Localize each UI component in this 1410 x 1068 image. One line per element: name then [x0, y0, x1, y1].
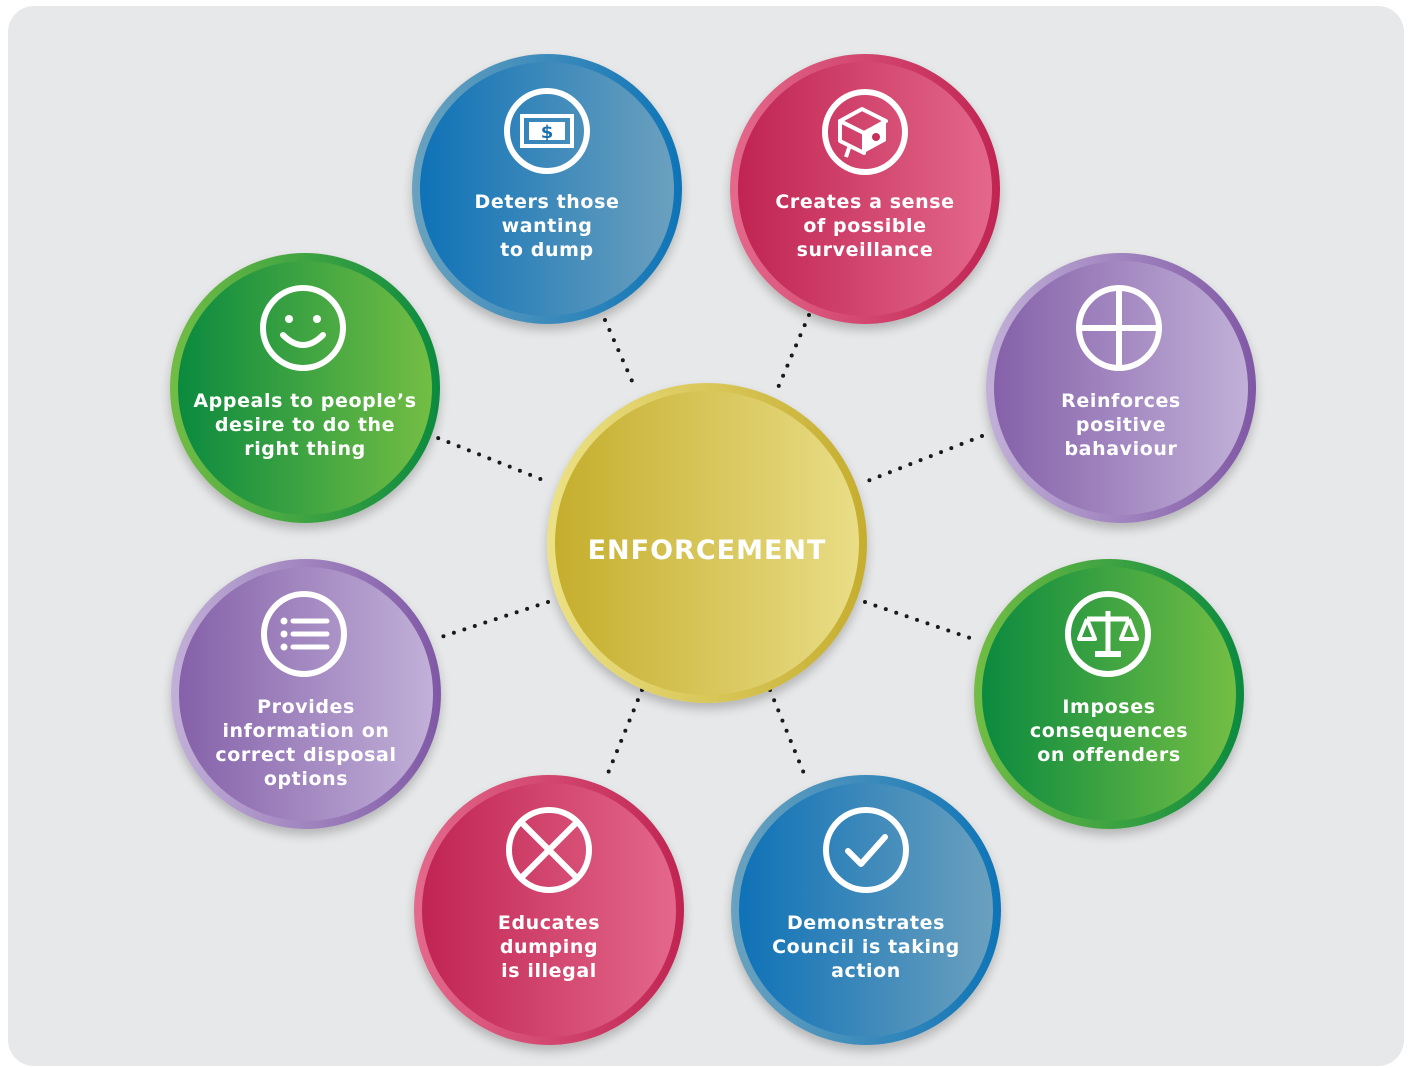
node-label: Imposes consequences on offenders — [1029, 696, 1189, 766]
node-appeals: Appeals to people’s desire to do the rig… — [170, 253, 440, 523]
svg-text:$: $ — [541, 122, 554, 143]
security-camera-icon — [820, 87, 910, 177]
dollar-bill-icon: $ — [502, 86, 592, 176]
node-demonstrates: Demonstrates Council is taking action — [731, 775, 1001, 1045]
node-label: Deters those wanting to dump — [474, 191, 620, 261]
crosshair-icon — [1074, 283, 1164, 373]
connector-educates — [604, 688, 644, 780]
connector-demonstrates — [768, 688, 807, 778]
scales-icon — [1063, 589, 1153, 679]
node-label: Provides information on correct disposal… — [215, 696, 397, 790]
connector-surveillance — [775, 313, 811, 392]
cross-icon — [504, 805, 594, 895]
smiley-icon — [258, 283, 348, 373]
node-surveillance: Creates a sense of possible surveillance — [730, 54, 1000, 324]
node-provides: Provides information on correct disposal… — [171, 559, 441, 829]
connector-appeals — [426, 432, 550, 484]
node-imposes: Imposes consequences on offenders — [974, 559, 1244, 829]
node-label: Appeals to people’s desire to do the rig… — [193, 390, 417, 460]
center-label: ENFORCEMENT — [587, 535, 827, 566]
connector-reinforces — [863, 434, 984, 484]
node-educates: Educates dumping is illegal — [414, 775, 684, 1045]
node-label: Reinforces positive bahaviour — [1061, 390, 1181, 460]
connector-provides — [436, 600, 550, 640]
connector-deters — [603, 318, 638, 392]
node-label: Creates a sense of possible surveillance — [775, 191, 955, 261]
check-icon — [821, 805, 911, 895]
connector-imposes — [863, 600, 978, 642]
node-reinforces: Reinforces positive bahaviour — [986, 253, 1256, 523]
node-label: Educates dumping is illegal — [497, 912, 601, 982]
node-deters: $ Deters those wanting to dump — [412, 54, 682, 324]
center-node: ENFORCEMENT — [547, 383, 867, 703]
list-icon — [259, 589, 349, 679]
node-label: Demonstrates Council is taking action — [772, 912, 960, 982]
